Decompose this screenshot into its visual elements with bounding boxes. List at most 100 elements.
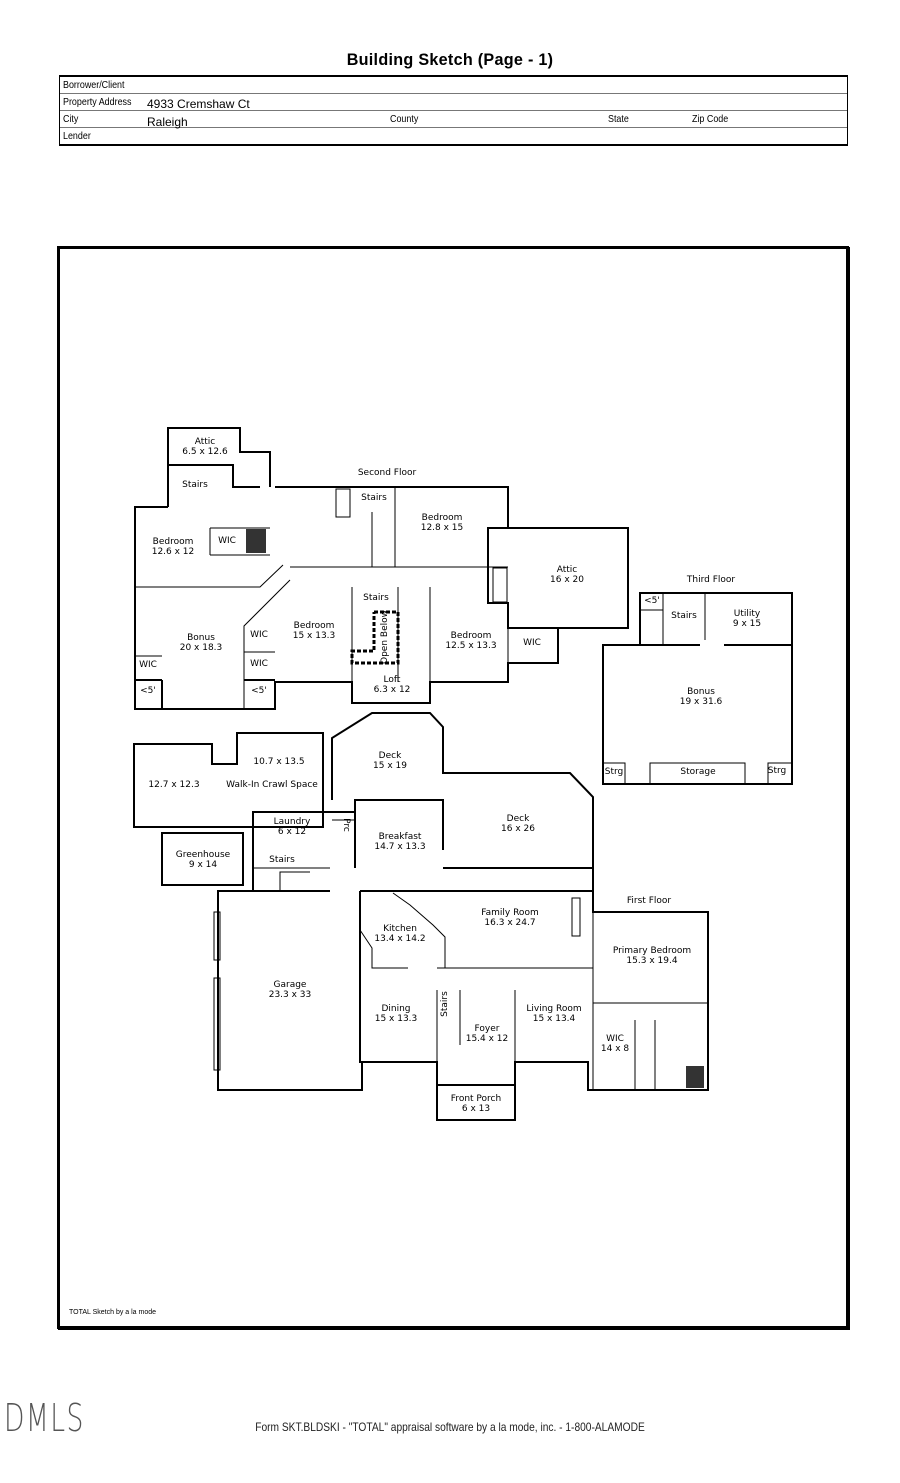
room-dimensions: 6 x 13 (462, 1104, 490, 1114)
sketch-frame (57, 246, 849, 1329)
room-name: WIC (139, 660, 157, 670)
room-label: Stairs (182, 480, 208, 490)
room-dimensions: 16 x 20 (550, 575, 584, 585)
room-dimensions: 12.5 x 13.3 (445, 641, 496, 651)
second-floor-label: Second Floor (358, 468, 417, 478)
room-name: Stairs (182, 480, 208, 490)
room-name: <5' (140, 686, 156, 696)
room-dimensions: 6.5 x 12.6 (182, 447, 228, 457)
room-name: Open Below (380, 610, 390, 664)
room-label: <5' (140, 686, 156, 696)
room-label: 12.7 x 12.3 (148, 780, 199, 790)
room-label: <5' (251, 686, 267, 696)
room-label: 10.7 x 13.5 (253, 757, 304, 767)
lender-label: Lender (63, 130, 91, 142)
room-name: Breakfast (379, 832, 422, 842)
room-dimensions: 6.3 x 12 (374, 685, 411, 695)
room-dimensions: 15.4 x 12 (466, 1034, 509, 1044)
room-name: Loft (384, 675, 401, 685)
room-name: Front Porch (451, 1094, 501, 1104)
dmls-watermark-logo: DMLS (4, 1396, 85, 1440)
room-name: Stairs (671, 611, 697, 621)
room-dimensions: 23.3 x 33 (269, 990, 312, 1000)
room-name: Foyer (475, 1024, 500, 1034)
room-dimensions: 15 x 13.3 (375, 1014, 418, 1024)
room-name: Laundry (274, 817, 311, 827)
room-dimensions: 9 x 14 (189, 860, 218, 870)
form-footer: Form SKT.BLDSKI - "TOTAL" appraisal soft… (255, 1420, 645, 1434)
room-label: Open Below (380, 610, 390, 664)
room-name: Bedroom (294, 621, 335, 631)
room-name: Bedroom (422, 513, 463, 523)
room-dimensions: 13.4 x 14.2 (374, 934, 425, 944)
address-label: Property Address (63, 96, 132, 108)
room-dimensions: 12.6 x 12 (152, 547, 195, 557)
room-dimensions: 15.3 x 19.4 (626, 956, 677, 966)
room-name: WIC (523, 638, 541, 648)
room-label: <5' (644, 596, 660, 606)
room-name: Greenhouse (176, 850, 231, 860)
room-name: Stairs (363, 593, 389, 603)
room-name: Attic (195, 437, 216, 447)
first-floor-label: First Floor (627, 896, 671, 906)
room-name: Utility (734, 609, 761, 619)
room-label: WIC (218, 536, 236, 546)
room-label: Stairs (269, 855, 295, 865)
room-name: Bedroom (451, 631, 492, 641)
room-name: Bonus (187, 633, 215, 643)
room-label: Walk-In Crawl Space (226, 780, 318, 790)
room-name: <5' (251, 686, 267, 696)
room-dimensions: 9 x 15 (733, 619, 761, 629)
room-dimensions: 15 x 19 (373, 761, 407, 771)
room-name: Prc (341, 818, 351, 832)
room-dimensions: 14 x 8 (601, 1044, 630, 1054)
room-dimensions: 14.7 x 13.3 (374, 842, 425, 852)
room-dimensions: 20 x 18.3 (180, 643, 223, 653)
room-name: Strg (605, 767, 624, 777)
room-name: 10.7 x 13.5 (253, 757, 304, 767)
room-name: Stairs (440, 991, 450, 1017)
room-dimensions: 6 x 12 (278, 827, 306, 837)
sketch-credit: TOTAL Sketch by a la mode (69, 1309, 157, 1316)
room-name: Garage (274, 980, 307, 990)
room-label: WIC (250, 630, 268, 640)
room-name: Attic (557, 565, 578, 575)
room-dimensions: 12.8 x 15 (421, 523, 464, 533)
borrower-label: Borrower/Client (63, 79, 125, 91)
room-name: Bedroom (153, 537, 194, 547)
room-dimensions: 15 x 13.4 (533, 1014, 576, 1024)
address-value: 4933 Cremshaw Ct (147, 97, 250, 111)
room-name: WIC (250, 630, 268, 640)
room-name: Kitchen (383, 924, 417, 934)
room-name: WIC (250, 659, 268, 669)
room-name: Living Room (526, 1004, 581, 1014)
room-label: Stairs (671, 611, 697, 621)
room-dimensions: 19 x 31.6 (680, 697, 723, 707)
third-floor-walls (602, 592, 793, 785)
room-label: Stairs (363, 593, 389, 603)
address-row: Property Address 4933 Cremshaw Ct (60, 94, 847, 111)
room-dimensions: 16.3 x 24.7 (484, 918, 535, 928)
city-label: City (63, 113, 79, 125)
room-label: WIC (523, 638, 541, 648)
